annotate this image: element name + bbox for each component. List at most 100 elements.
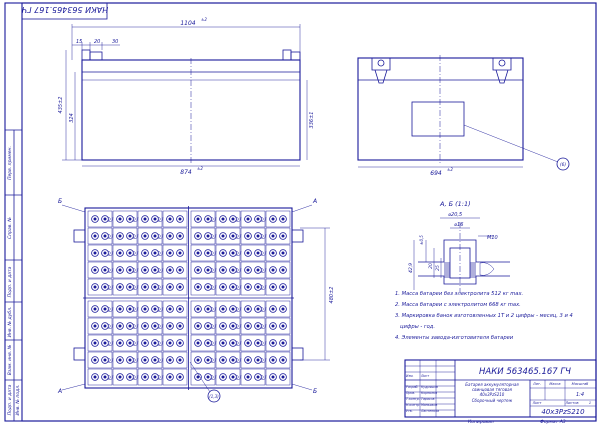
dim-25-section: 25: [435, 265, 441, 271]
dim-front-right: 336±1: [309, 112, 315, 129]
cell: [87, 278, 114, 296]
cell: [190, 261, 217, 279]
cell: [265, 368, 291, 386]
note-3: 3. Маркировка банок изготовленных 1Т и 2…: [395, 313, 573, 319]
plan-callout: (1,3): [209, 394, 219, 399]
dim-front-bottom-tol: ±2: [197, 166, 203, 171]
cell: [190, 317, 217, 335]
plan-view: Б А А Б 480±2 (1,3): [57, 198, 335, 403]
cell: [215, 368, 242, 386]
cell: [162, 278, 188, 296]
notes: 1. Масса батареи без электролита 512 кг …: [395, 291, 573, 341]
cell: [162, 244, 188, 262]
col-sheet: Лист: [532, 401, 543, 405]
signature-rows: Изм.ЛистРазраб.КудряшовПров.КорниловТ.ко…: [406, 374, 439, 413]
cell: [265, 300, 291, 318]
margin-inv-orig: Инв. № подл.: [15, 384, 21, 415]
dim-front-width-tol: ±2: [201, 17, 207, 22]
cell: [137, 368, 164, 386]
signature-name: Лист: [420, 374, 429, 378]
signature-role: Т.контр.: [406, 397, 420, 401]
dim-front-inner: 324: [69, 113, 75, 123]
left-margin: Перв. примен. Справ. № Подп. и дата Инв.…: [5, 129, 22, 421]
cell: [162, 300, 188, 318]
cell: [240, 300, 267, 318]
dim-side-bottom-tol: ±2: [447, 167, 453, 172]
cell: [215, 244, 242, 262]
note-1: 1. Масса батареи без электролита 512 кг …: [395, 291, 523, 297]
cell: [112, 244, 139, 262]
thread-m10: М10: [487, 235, 498, 241]
signature-role: Разраб.: [406, 385, 419, 389]
cell: [112, 300, 139, 318]
dim-20: 20: [94, 39, 100, 45]
cell: [137, 334, 164, 352]
col-lit: Лит.: [532, 382, 541, 386]
dim-sub: ±0,5: [419, 235, 424, 245]
cell: [215, 227, 242, 245]
cell: [265, 351, 291, 369]
cell: [215, 278, 242, 296]
dim-side-bottom: 694: [430, 170, 442, 177]
signature-name: Маньяков: [421, 403, 437, 407]
cell: [215, 300, 242, 318]
cell: [87, 244, 114, 262]
side-view: (6) 694 ±2: [357, 55, 570, 177]
cell: [265, 261, 291, 279]
title-name-4: Сборочный чертеж: [472, 398, 513, 403]
cell: [240, 210, 267, 228]
plan-label-a-right: А: [312, 198, 317, 205]
cell: [240, 351, 267, 369]
plan-label-b-right: Б: [313, 388, 317, 395]
cell: [137, 227, 164, 245]
cell: [190, 334, 217, 352]
cell: [87, 261, 114, 279]
dim-30: 30: [112, 39, 118, 45]
title-name-1: Батарея аккумуляторная: [465, 382, 519, 387]
note-3-cont: цифры - год.: [400, 324, 435, 330]
dim-plan-right: 480±2: [329, 287, 335, 304]
cell: [162, 210, 188, 228]
cell: [137, 261, 164, 279]
cell: [162, 227, 188, 245]
signature-role: Утв.: [406, 409, 413, 413]
cell: [87, 227, 114, 245]
scale-value: 1:4: [576, 392, 584, 398]
product-code: 40х3PzS210: [541, 408, 585, 416]
dim-d20-5: ⌀20,5: [448, 212, 462, 218]
dim-42-9: 42,9: [408, 263, 414, 273]
title-name-3: 40х3PzS210: [480, 392, 505, 397]
col-sheets: Листов: [564, 401, 578, 405]
margin-ref-no: Справ. №: [7, 217, 13, 239]
cell: [137, 210, 164, 228]
cell: [112, 278, 139, 296]
cell: [215, 317, 242, 335]
cell: [240, 244, 267, 262]
signature-role: Н.контр.: [406, 403, 420, 407]
plan-label-a-left: А: [57, 388, 62, 395]
cell: [240, 317, 267, 335]
cell: [112, 210, 139, 228]
dim-front-bottom: 874: [180, 169, 192, 176]
cell: [190, 210, 217, 228]
cell: [87, 210, 114, 228]
cell: [87, 368, 114, 386]
cell: [215, 334, 242, 352]
cell: [265, 334, 291, 352]
cell: [190, 368, 217, 386]
signature-name: Кудряшов: [421, 385, 438, 389]
cell: [215, 261, 242, 279]
margin-sign-date-2: Подп. и дата: [7, 384, 13, 415]
dim-d16: ⌀16: [454, 222, 463, 228]
signature-role: Изм.: [406, 374, 414, 378]
title-name-2: свинцовая тяговая: [472, 387, 513, 392]
cell: [87, 300, 114, 318]
format-label: Формат A3: [540, 419, 566, 425]
front-view: 1104 ±2 15 20 30 435±2 324 336±1 874 ±2: [58, 17, 315, 176]
title-block: НАКИ 563465.167 ГЧ Батарея аккумуляторна…: [404, 359, 597, 418]
cell: [190, 227, 217, 245]
cell: [240, 334, 267, 352]
cell: [112, 261, 139, 279]
